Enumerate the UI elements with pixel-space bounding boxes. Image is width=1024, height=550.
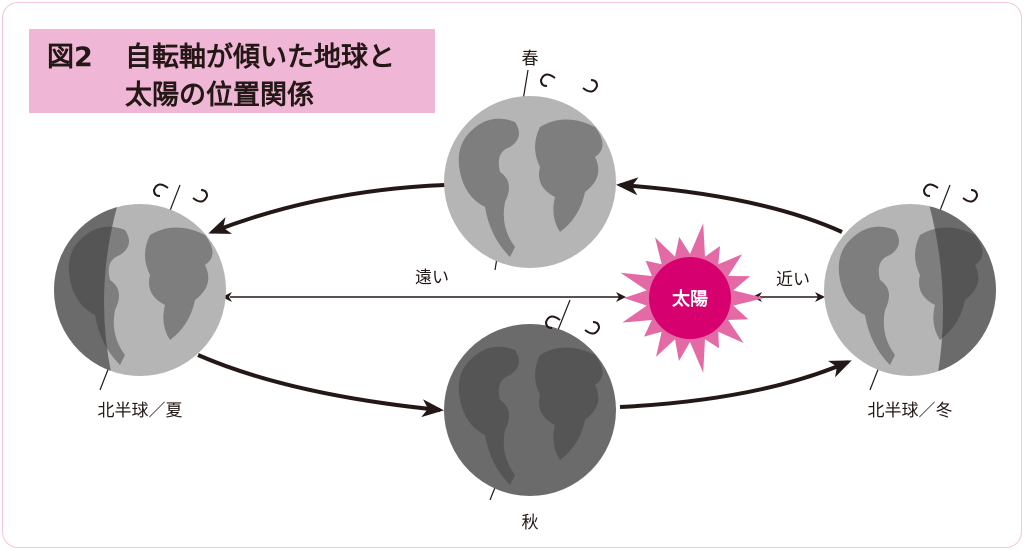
- title-line-1: 自転軸が傾いた地球と: [125, 42, 395, 73]
- orbit-arrow-autumn-to-winter: [619, 360, 852, 409]
- earth-autumn: [444, 299, 616, 501]
- sun: 太陽: [620, 223, 764, 373]
- sun-label: 太陽: [672, 288, 708, 310]
- near-label: 近い: [776, 270, 810, 290]
- spring-label: 春: [522, 49, 539, 69]
- summer-label: 北半球／夏: [98, 401, 183, 421]
- winter-label: 北半球／冬: [868, 401, 953, 421]
- orbit-arrow-spring-to-summer: [208, 183, 446, 234]
- rotation-icon: [539, 73, 599, 93]
- figure-number: 図2: [47, 42, 93, 73]
- figure-title: 図2 自転軸が傾いた地球と 太陽の位置関係: [29, 29, 435, 113]
- earth-summer: [54, 183, 226, 391]
- earth-spring: [444, 69, 616, 271]
- rotation-icon: [152, 183, 209, 203]
- orbit-arrow-winter-to-spring: [616, 177, 843, 234]
- title-line-2: 太陽の位置関係: [125, 80, 314, 111]
- earth-winter: [824, 183, 996, 391]
- orbit-arrow-summer-to-autumn: [197, 353, 444, 418]
- sun-core: [649, 257, 731, 339]
- rotation-icon: [544, 315, 601, 335]
- far-label: 遠い: [415, 268, 449, 288]
- autumn-label: 秋: [522, 513, 539, 533]
- rotation-icon: [922, 183, 979, 203]
